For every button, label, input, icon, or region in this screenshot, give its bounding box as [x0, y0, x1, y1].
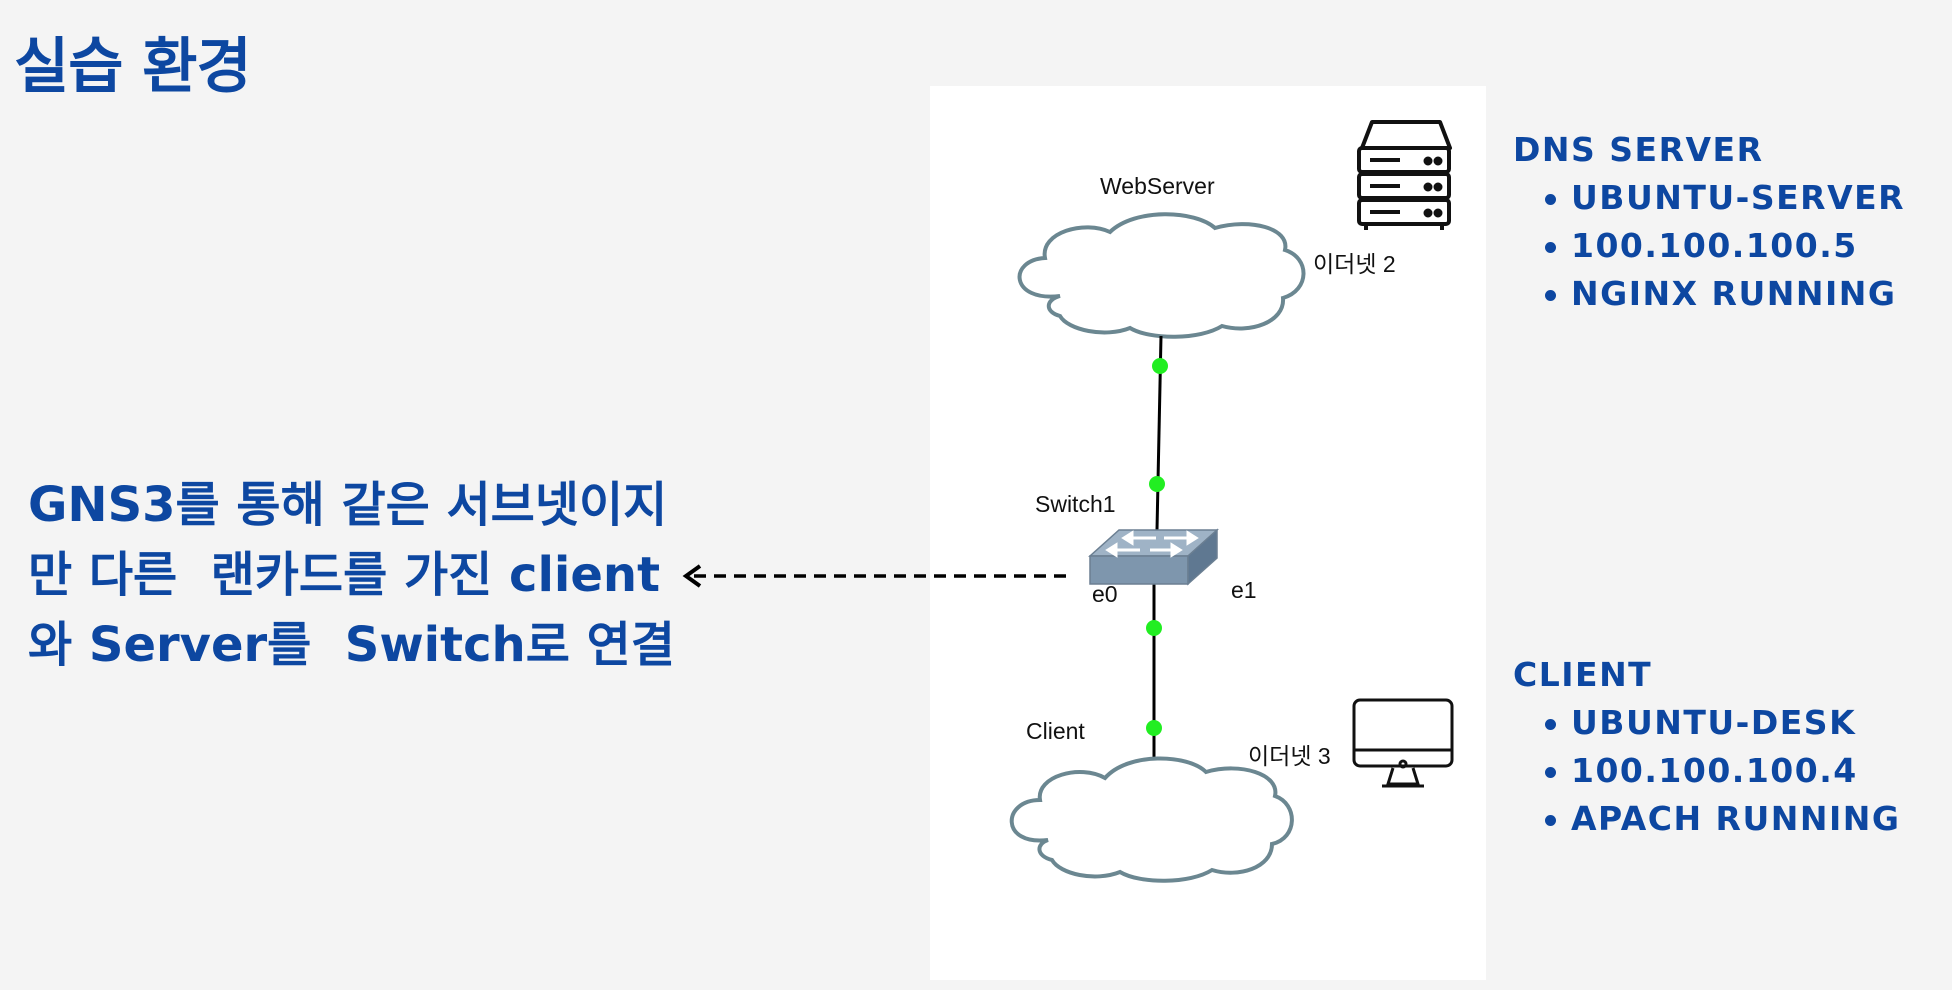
- port-e0-label: e0: [1092, 581, 1118, 607]
- client-info: CLIENT UBUNTU-DESK 100.100.100.4 APACH R…: [1513, 651, 1901, 843]
- server-icon: [1357, 120, 1452, 230]
- monitor-icon: [1352, 698, 1454, 788]
- list-item: 100.100.100.4: [1545, 747, 1901, 795]
- arrow-icon: [682, 564, 1066, 588]
- client-heading: CLIENT: [1513, 655, 1653, 694]
- description-line-2: 만 다른 랜카드를 가진 client: [28, 547, 661, 603]
- description-text: GNS3를 통해 같은 서브넷이지 만 다른 랜카드를 가진 client 와 …: [28, 470, 688, 680]
- list-item: APACH RUNNING: [1545, 795, 1901, 843]
- description-line-1: GNS3를 통해 같은 서브넷이지: [28, 477, 668, 533]
- dns-server-heading: DNS SERVER: [1513, 130, 1764, 169]
- description-line-3: 와 Server를 Switch로 연결: [28, 617, 675, 673]
- list-item: 100.100.100.5: [1545, 222, 1905, 270]
- dns-server-info: DNS SERVER UBUNTU-SERVER 100.100.100.5 N…: [1513, 126, 1905, 318]
- webserver-label: WebServer: [1100, 173, 1215, 199]
- link-status-dot: [1149, 476, 1165, 492]
- link-status-dot: [1146, 620, 1162, 636]
- list-item: UBUNTU-DESK: [1545, 699, 1901, 747]
- webserver-cloud-icon[interactable]: [1017, 212, 1306, 339]
- dns-server-list: UBUNTU-SERVER 100.100.100.5 NGINX RUNNIN…: [1513, 174, 1905, 318]
- list-item: NGINX RUNNING: [1545, 270, 1905, 318]
- ethernet3-label: 이더넷 3: [1248, 743, 1331, 769]
- client-list: UBUNTU-DESK 100.100.100.4 APACH RUNNING: [1513, 699, 1901, 843]
- client-cloud-icon[interactable]: [1009, 756, 1294, 883]
- switch-icon[interactable]: [1088, 528, 1219, 586]
- list-item: UBUNTU-SERVER: [1545, 174, 1905, 222]
- port-e1-label: e1: [1231, 577, 1257, 603]
- switch-label: Switch1: [1035, 491, 1116, 517]
- ethernet2-label: 이더넷 2: [1313, 251, 1396, 277]
- link-status-dot: [1152, 358, 1168, 374]
- client-label: Client: [1026, 718, 1085, 744]
- slide-title: 실습 환경: [14, 32, 252, 102]
- link-status-dot: [1146, 720, 1162, 736]
